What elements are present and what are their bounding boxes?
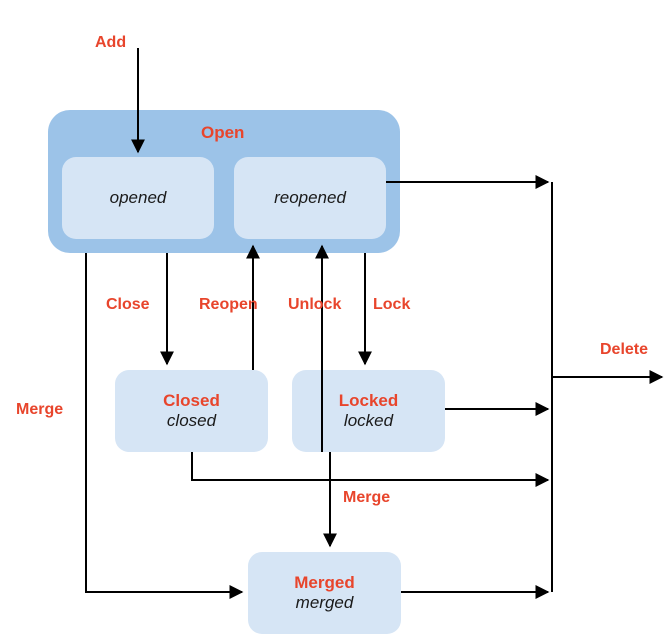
state-value-opened: opened [109, 188, 167, 208]
state-value-merged: merged [295, 593, 354, 612]
state-name-locked: Locked [338, 391, 399, 411]
state-label-locked: Locked locked [292, 370, 445, 452]
state-label-opened: opened [62, 157, 214, 239]
state-value-closed: closed [166, 411, 217, 430]
edge-closed-to-bus [191, 452, 550, 487]
state-value-locked: locked [343, 411, 394, 430]
state-name-merged: Merged [294, 573, 355, 593]
state-label-closed: Closed closed [115, 370, 268, 452]
state-box-opened[interactable] [62, 157, 214, 239]
state-label-reopened: reopened [234, 157, 386, 239]
state-value-reopened: reopened [274, 188, 346, 208]
state-label-merged: Merged merged [248, 552, 401, 634]
state-name-closed: Closed [163, 391, 220, 411]
state-box-closed[interactable] [115, 370, 268, 452]
edge-merge-left [85, 253, 244, 599]
state-box-merged[interactable] [248, 552, 401, 634]
state-box-reopened[interactable] [234, 157, 386, 239]
state-box-locked[interactable] [292, 370, 445, 452]
